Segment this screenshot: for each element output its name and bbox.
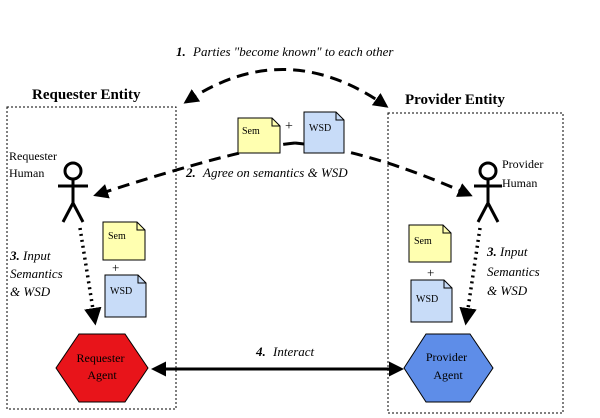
top-wsd-label: WSD [309,123,331,134]
requester-agent-hexagon [55,333,149,403]
step2-arrow-to-requester [93,141,296,199]
top-sem-document: Sem [237,117,281,154]
step3-left-line3: & WSD [10,284,51,299]
provider-human-line1: Provider [502,157,543,171]
right-sem-document: Sem [408,224,452,263]
provider-agent-line1: Provider [426,350,467,364]
step3-left-line1: 3. Input [9,248,51,263]
requester-human-line1: Requester [9,149,57,163]
step3-left-arrow [78,227,102,326]
step1-label: 1. Parties "become known" to each other [176,44,394,59]
step1-text: Parties "become known" to each other [192,44,394,59]
right-wsd-document: WSD [410,279,453,323]
provider-entity-title: Provider Entity [405,92,505,108]
requester-human-line2: Human [9,166,44,180]
requester-agent-line1: Requester [77,351,125,365]
top-plus: + [285,119,293,134]
provider-agent-line2: Agent [433,368,463,382]
left-wsd-document: WSD [104,274,147,318]
requester-human-label: Requester Human [9,149,60,180]
step1-arrow [183,68,389,108]
step3-right-line1-text: Input [499,244,528,259]
step4-text: Interact [272,344,315,359]
step4-number: 4. [255,344,266,359]
requester-agent-line2: Agent [87,368,117,382]
left-plus: + [112,260,119,275]
step3-left-label: 3. Input Semantics & WSD [9,248,66,299]
provider-human-figure [474,161,502,223]
provider-entity-box [387,112,564,414]
step3-right-arrow [459,227,482,326]
step3-right-line3: & WSD [487,283,528,298]
step3-right-line2: Semantics [487,264,540,279]
step2-label: 2. Agree on semantics & WSD [185,165,348,180]
step2-number: 2. [185,165,196,180]
provider-agent-label: Provider Agent [426,350,470,382]
step2-text: Agree on semantics & WSD [202,165,348,180]
right-wsd-label: WSD [416,294,438,305]
provider-human-label: Provider Human [502,157,546,190]
right-sem-label: Sem [414,236,432,247]
step3-left-line2: Semantics [10,266,63,281]
step3-right-label: 3. Input Semantics & WSD [486,244,543,298]
left-sem-document: Sem [102,221,146,261]
step3-right-line1: 3. Input [486,244,528,259]
provider-agent-hexagon [403,333,494,403]
left-sem-label: Sem [108,231,126,242]
step3-right-number: 3. [486,244,497,259]
requester-human-figure [58,161,88,223]
step3-left-number: 3. [9,248,20,263]
step2-arrow-to-provider [294,141,473,197]
requester-entity-box [6,106,177,410]
requester-entity-title: Requester Entity [32,87,141,103]
left-wsd-label: WSD [110,286,132,297]
requester-agent-label: Requester Agent [77,351,128,382]
right-plus: + [427,265,434,280]
top-wsd-document: WSD [303,111,345,154]
top-sem-label: Sem [242,126,260,137]
step4-label: 4. Interact [255,344,315,359]
step1-number: 1. [176,44,186,59]
step3-left-line1-text: Input [22,248,51,263]
provider-human-line2: Human [502,176,537,190]
